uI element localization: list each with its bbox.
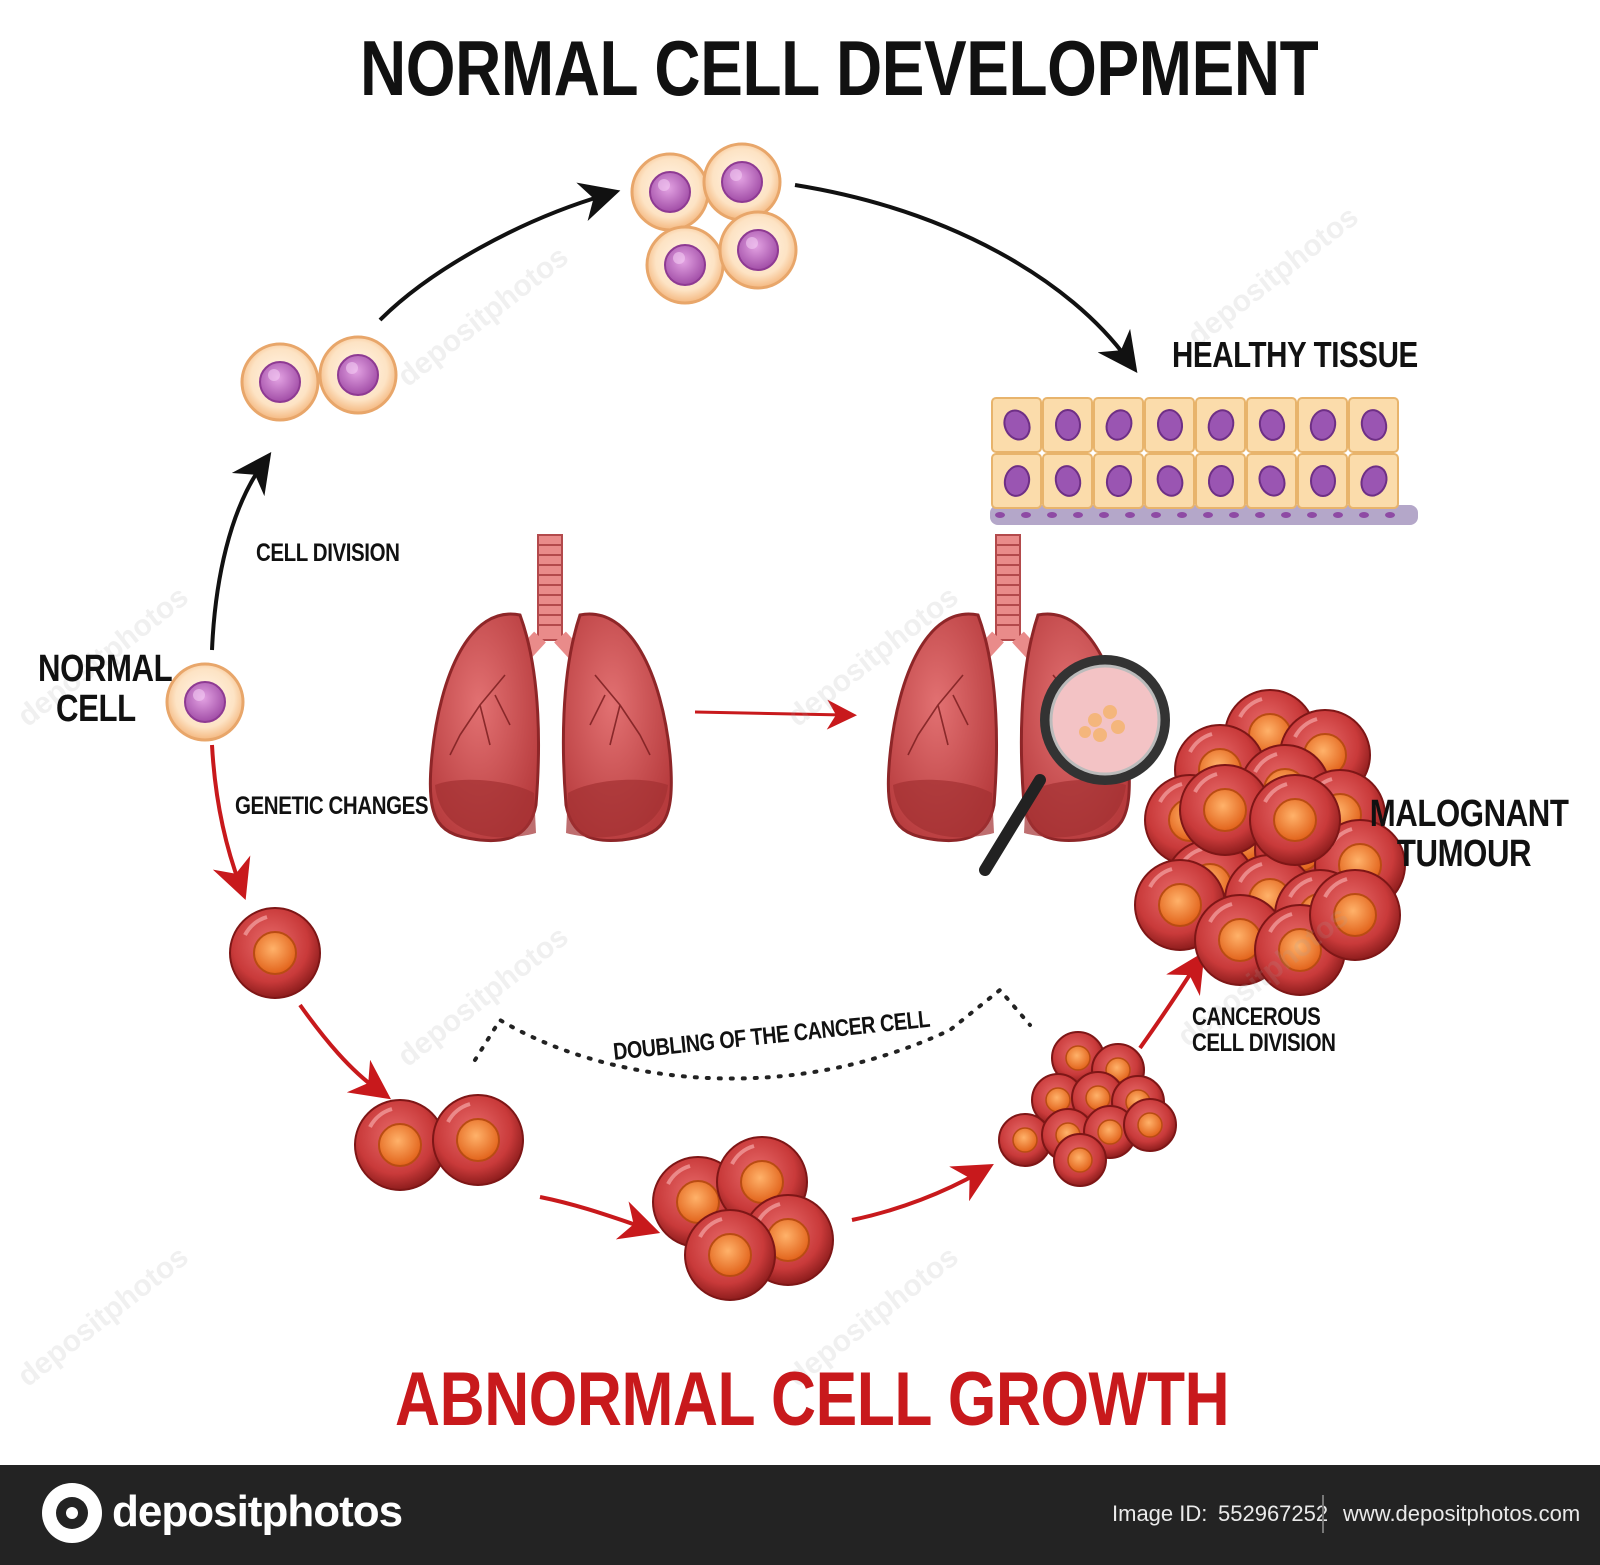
four-cells-top-left: [630, 152, 710, 232]
tissue-cell: [1093, 397, 1144, 453]
tissue-cell: [1144, 453, 1195, 509]
tissue-cell: [991, 397, 1042, 453]
label-malignant-line2: TUMOUR: [1396, 832, 1532, 875]
label-cancerous-line1: CANCEROUS: [1192, 1003, 1321, 1031]
arrow-division-to-four: [378, 182, 621, 322]
arrow-four-to-tissue: [794, 183, 1138, 373]
tissue-cell: [1195, 453, 1246, 509]
tissue-cell: [991, 453, 1042, 509]
cancer-cell-group: [998, 1031, 1177, 1187]
tissue-cell: [1144, 397, 1195, 453]
magnifying-glass-icon: [979, 655, 1170, 876]
tissue-cell: [1195, 397, 1246, 453]
footer-bar: depositphotos Image ID: 552967252 www.de…: [0, 1465, 1600, 1565]
label-malignant-line1: MALOGNANT: [1369, 793, 1569, 835]
normal-cell: [165, 662, 245, 742]
doubled-cancer-cells: [353, 1093, 525, 1192]
label-malignant-tumour: MALOGNANT TUMOUR: [1369, 793, 1569, 875]
label-cancerous-cell-division: CANCEROUS CELL DIVISION: [1192, 1003, 1336, 1058]
footer-brand[interactable]: depositphotos: [112, 1487, 403, 1536]
cancer-cell-cluster: [651, 1135, 835, 1302]
arrow-group-to-tumour: [1138, 951, 1205, 1050]
label-normal-cell: NORMAL CELL: [38, 648, 177, 730]
four-cells-bottom-right: [718, 210, 798, 290]
divided-cell-left: [240, 342, 320, 422]
tissue-cell: [1348, 397, 1399, 453]
arrow-normal-to-mutated: [210, 744, 251, 900]
title-abnormal-cell-growth: ABNORMAL CELL GROWTH: [395, 1357, 1230, 1442]
footer-separator: [1322, 1495, 1324, 1533]
four-cells-top-right: [702, 142, 782, 222]
label-normal-cell-line1: NORMAL: [38, 648, 173, 690]
four-cells-bottom-left: [645, 225, 725, 305]
tissue-cell: [1246, 453, 1297, 509]
tissue-cell: [1093, 453, 1144, 509]
healthy-tissue: [990, 397, 1418, 525]
footer-url[interactable]: www.depositphotos.com: [1343, 1501, 1581, 1526]
camera-icon: [42, 1483, 102, 1543]
arrow-cluster-to-group: [851, 1164, 994, 1222]
label-normal-cell-line2: CELL: [56, 687, 136, 730]
label-genetic-changes: GENETIC CHANGES: [235, 792, 429, 820]
label-cancerous-line2: CELL DIVISION: [1192, 1029, 1336, 1058]
tissue-cell: [1042, 397, 1093, 453]
divided-cell-right: [318, 335, 398, 415]
tissue-cell: [1348, 453, 1399, 509]
mutated-cell: [228, 906, 322, 1000]
tissue-cell: [1297, 453, 1348, 509]
tissue-cell: [1246, 397, 1297, 453]
footer-image-id-label: Image ID:: [1112, 1501, 1208, 1526]
arrow-normal-to-division: [210, 451, 272, 651]
arrow-mutated-to-doubled: [298, 1003, 392, 1100]
title-normal-cell-development: NORMAL CELL DEVELOPMENT: [360, 24, 1319, 112]
footer-image-id: 552967252: [1218, 1501, 1329, 1526]
arrow-doubled-to-cluster: [539, 1195, 661, 1240]
label-cell-division: CELL DIVISION: [256, 539, 400, 567]
tissue-cell: [1297, 397, 1348, 453]
doubling-dotted-bracket: [473, 987, 1032, 1081]
label-healthy-tissue: HEALTHY TISSUE: [1172, 334, 1418, 375]
tissue-cell: [1042, 453, 1093, 509]
healthy-lungs: [430, 535, 671, 841]
arrow-lung-to-lung: [694, 699, 857, 730]
